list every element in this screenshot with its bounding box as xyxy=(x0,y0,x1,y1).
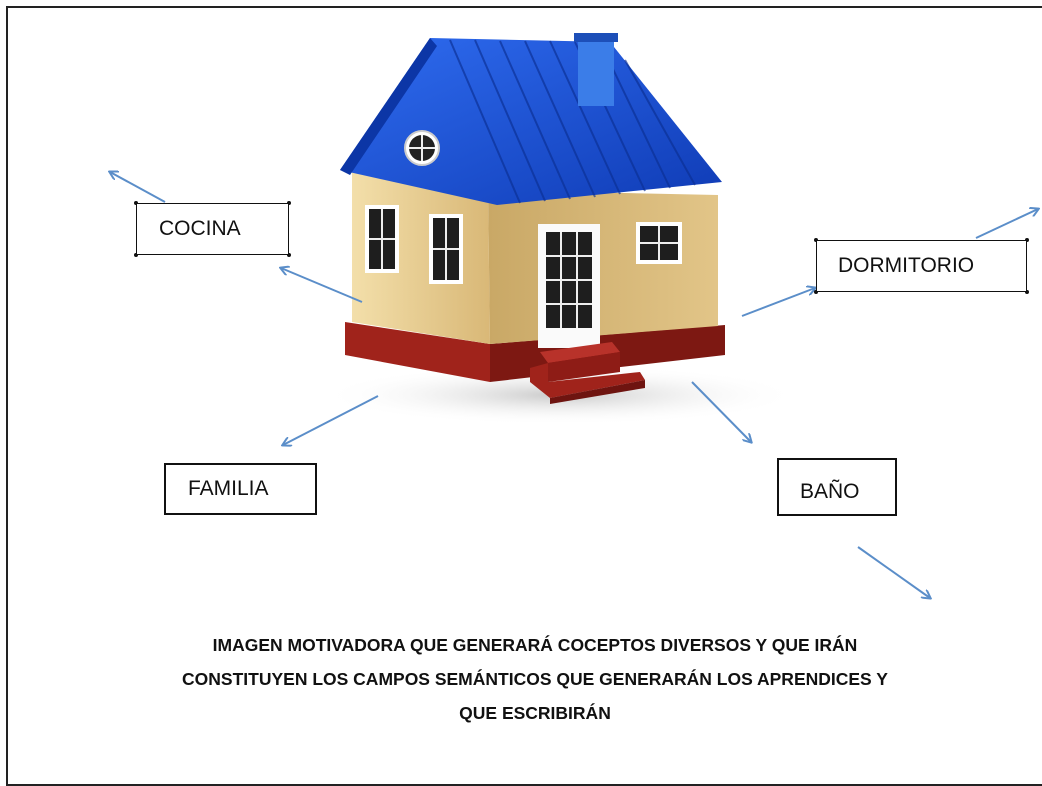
label-familia: FAMILIA xyxy=(164,463,317,515)
arrow-cocina-top xyxy=(110,172,166,203)
caption: IMAGEN MOTIVADORA QUE GENERARÁ COCEPTOS … xyxy=(60,628,1010,730)
front-door xyxy=(538,224,600,348)
caption-line-3: QUE ESCRIBIRÁN xyxy=(459,703,611,723)
side-wall xyxy=(488,190,718,344)
house-diagram xyxy=(0,33,1042,764)
window-right xyxy=(636,222,682,264)
arrow-to-dormitorio xyxy=(741,288,815,317)
house-illustration xyxy=(340,33,725,404)
roof xyxy=(340,38,722,205)
arrow-dormitorio-top xyxy=(975,209,1038,239)
window-left-1 xyxy=(365,205,399,273)
arrow-to-familia xyxy=(283,395,379,445)
window-left-2 xyxy=(429,214,463,284)
arrows xyxy=(110,172,1038,598)
caption-line-1: IMAGEN MOTIVADORA QUE GENERARÁ COCEPTOS … xyxy=(212,635,858,655)
arrow-bano-bottom xyxy=(857,546,930,598)
arrow-to-bano xyxy=(691,381,751,442)
arrow-to-cocina xyxy=(281,268,363,303)
foundation-left xyxy=(345,322,490,382)
front-steps xyxy=(530,342,645,404)
label-cocina: COCINA xyxy=(136,203,289,255)
roof-edge xyxy=(340,38,437,175)
caption-line-2: CONSTITUYEN LOS CAMPOS SEMÁNTICOS QUE GE… xyxy=(182,669,888,689)
label-dormitorio: DORMITORIO xyxy=(816,240,1027,292)
label-bano: BAÑO xyxy=(777,458,897,516)
chimney xyxy=(578,38,614,106)
